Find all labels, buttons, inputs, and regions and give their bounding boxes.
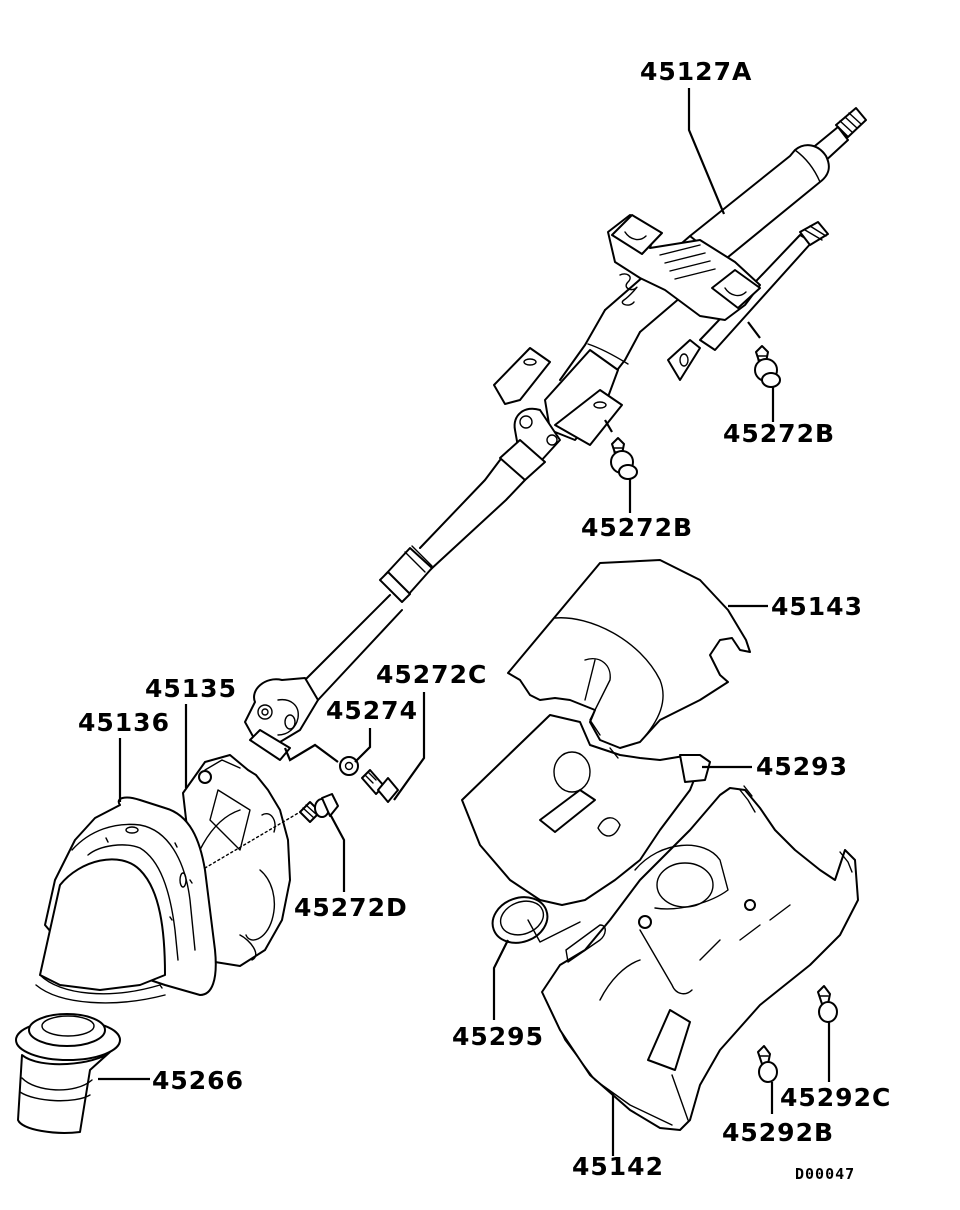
label-45127a: 45127A [640, 57, 752, 86]
label-45274: 45274 [326, 696, 418, 725]
leader-45272c [393, 692, 426, 801]
front-cover-shell[interactable] [461, 714, 701, 906]
label-45293: 45293 [756, 752, 848, 781]
drawing-code: D00047 [795, 1165, 855, 1183]
leader-45295 [492, 939, 509, 1020]
steering-column-upper[interactable] [493, 107, 867, 481]
label-45136: 45136 [78, 708, 170, 737]
screw-45292c[interactable] [817, 985, 838, 1023]
label-45272c: 45272C [376, 660, 487, 689]
lower-cover-45142[interactable] [541, 785, 859, 1131]
label-45135: 45135 [145, 674, 237, 703]
label-45142: 45142 [572, 1152, 664, 1181]
bolt-45272d[interactable] [299, 793, 339, 823]
bolt-45272c[interactable] [361, 769, 399, 803]
grommet-45295[interactable] [486, 890, 581, 950]
clip-45293[interactable] [679, 754, 711, 783]
leader-45127a [687, 88, 726, 215]
label-45272d: 45272D [294, 893, 408, 922]
leader-lines [98, 88, 831, 1156]
label-45272b-lower: 45272B [581, 513, 693, 542]
nut-45274[interactable] [339, 756, 359, 776]
leader-45272d [329, 813, 346, 892]
boot-45266[interactable] [15, 1013, 121, 1134]
label-45292c: 45292C [780, 1083, 891, 1112]
screw-45292b[interactable] [757, 1045, 778, 1083]
callout-labels: 45127A 45272B 45272B 45143 45272C 45274 … [78, 57, 891, 1183]
label-45143: 45143 [771, 592, 863, 621]
intermediate-shaft[interactable] [244, 459, 526, 761]
label-45272b-upper: 45272B [723, 419, 835, 448]
label-45292b: 45292B [722, 1118, 834, 1147]
label-45266: 45266 [152, 1066, 244, 1095]
bolt-45272b-lower[interactable] [610, 437, 638, 480]
upper-cover-45143[interactable] [507, 559, 751, 749]
boot-cover-45136[interactable] [35, 796, 217, 1004]
bolt-45272b-upper[interactable] [754, 345, 781, 388]
label-45295: 45295 [452, 1022, 544, 1051]
leader-45274 [354, 728, 372, 763]
